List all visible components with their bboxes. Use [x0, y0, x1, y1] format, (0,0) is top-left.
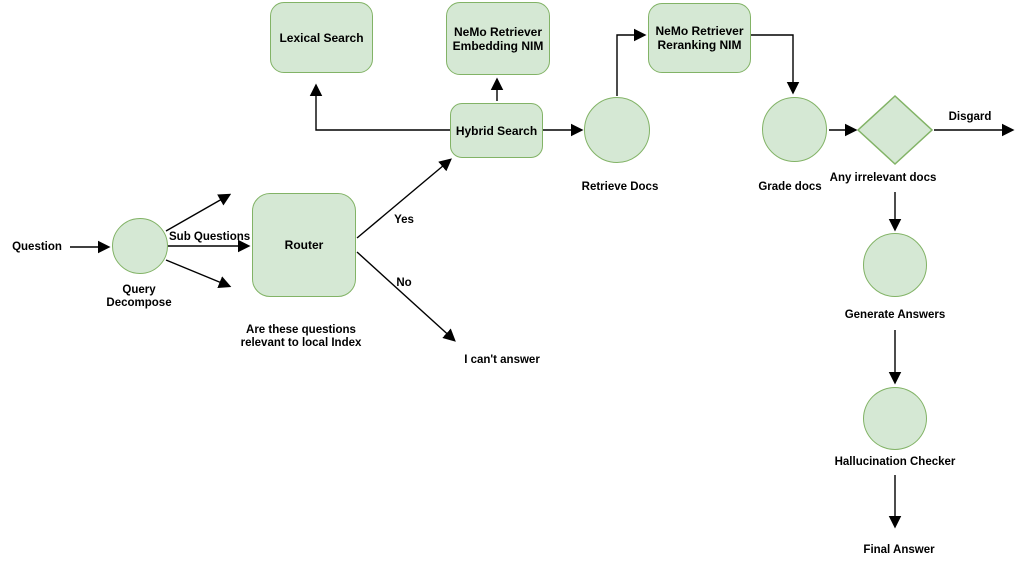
edge-hybrid-to-lexical-search: [309, 83, 450, 131]
edge-router-yes-to-hybrid-search: [356, 158, 452, 239]
edge-subquestion-bottom: [165, 259, 232, 288]
hallucination-checker-node: [863, 387, 927, 450]
edge-retrieve-to-reranking-nim: [616, 28, 647, 96]
edge-subquestion-top: [165, 193, 232, 232]
hybrid-search-node: Hybrid Search: [450, 103, 543, 158]
disgard-label: Disgard: [948, 111, 992, 123]
embedding-nim-label: NeMo Retriever Embedding NIM: [452, 24, 544, 53]
no-label: No: [396, 277, 412, 289]
question-label: Question: [12, 241, 62, 253]
yes-label: Yes: [394, 214, 414, 226]
lexical-search-node: Lexical Search: [270, 2, 373, 73]
router-node-label: Router: [284, 238, 324, 252]
any-irrelevant-docs-diamond: [856, 94, 934, 166]
query-decompose-node: [112, 218, 168, 274]
edge-reranking-to-grade-docs: [751, 34, 800, 95]
any-irrelevant-docs-label: Any irrelevant docs: [829, 172, 937, 184]
hybrid-search-label: Hybrid Search: [455, 123, 538, 138]
retrieve-docs-node: [584, 97, 650, 163]
router-node: Router: [252, 193, 356, 297]
reranking-nim-node: NeMo Retriever Reranking NIM: [648, 3, 751, 73]
query-decompose-label: Query Decompose: [106, 284, 172, 309]
hallucination-checker-label: Hallucination Checker: [834, 456, 956, 468]
edge-router-no-to-cant-answer: [356, 251, 456, 342]
retrieve-docs-label: Retrieve Docs: [581, 181, 659, 193]
embedding-nim-node: NeMo Retriever Embedding NIM: [446, 2, 550, 75]
generate-answers-node: [863, 233, 927, 297]
grade-docs-node: [762, 97, 827, 162]
lexical-search-label: Lexical Search: [279, 30, 364, 45]
generate-answers-label: Generate Answers: [844, 309, 946, 321]
sub-questions-label: Sub Questions: [169, 231, 251, 243]
router-caption: Are these questions relevant to local In…: [240, 324, 362, 349]
i-cant-answer-label: I can't answer: [464, 354, 540, 366]
reranking-nim-label: NeMo Retriever Reranking NIM: [655, 24, 744, 52]
final-answer-label: Final Answer: [863, 544, 935, 556]
grade-docs-label: Grade docs: [758, 181, 822, 193]
